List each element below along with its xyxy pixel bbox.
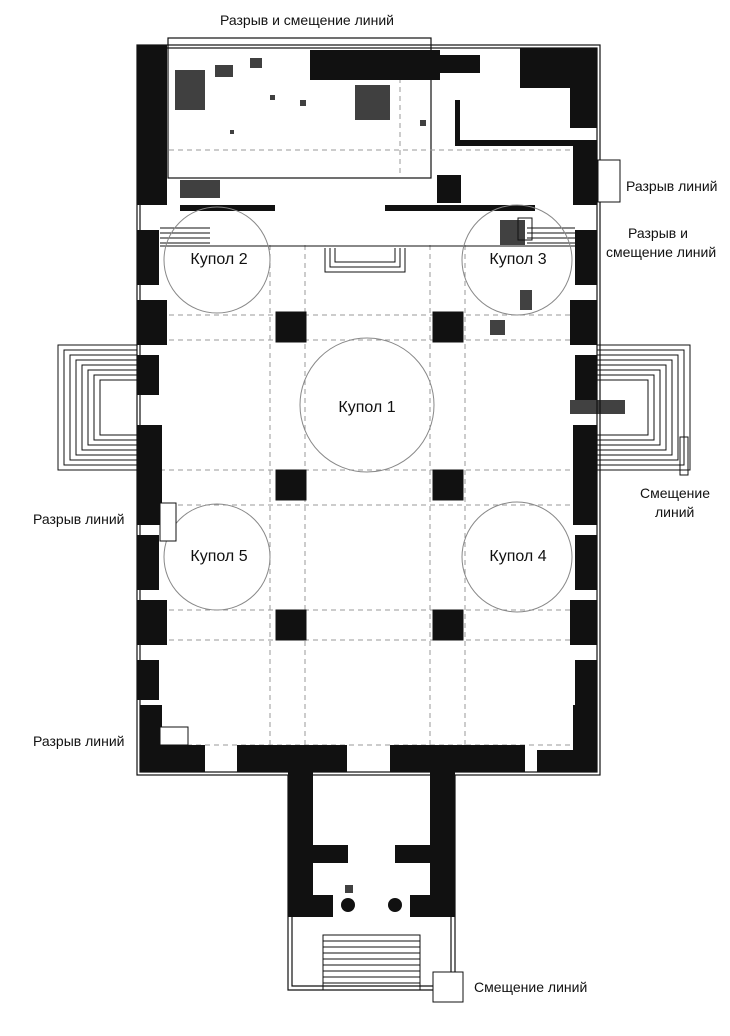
annotation-right-shift-line1: Смещение — [640, 485, 711, 501]
annotation-left-gap-1: Разрыв линий — [33, 511, 125, 527]
annotation-right-gap-shift-line1: Разрыв и — [628, 225, 688, 241]
dome-3-circle — [461, 204, 573, 316]
interior-piers — [275, 311, 464, 641]
dome-2-label: Купол 2 — [190, 251, 248, 268]
annotation-boxes — [159, 159, 689, 1003]
stairs — [57, 227, 691, 991]
annotation-right-shift-line2: линий — [655, 504, 695, 520]
dome-circles — [163, 204, 573, 613]
dome-1-circle — [299, 337, 435, 473]
annotation-left-gap-2: Разрыв линий — [33, 733, 125, 749]
structural-grid — [160, 60, 580, 746]
dome-4-label: Купол 4 — [489, 548, 547, 565]
walls — [137, 45, 597, 917]
dome-1-label: Купол 1 — [338, 399, 396, 416]
dome-5-circle — [163, 503, 271, 611]
annotation-right-gap: Разрыв линий — [626, 178, 718, 194]
dome-4-circle — [461, 501, 573, 613]
dome-5-label: Купол 5 — [190, 548, 248, 565]
scan-noise — [175, 58, 625, 893]
dome-2-circle — [163, 206, 271, 314]
annotation-bottom-shift: Смещение линий — [474, 979, 588, 995]
dome-3-label: Купол 3 — [489, 251, 547, 268]
annotation-right-gap-shift-line2: смещение линий — [606, 244, 717, 260]
annotation-top: Разрыв и смещение линий — [220, 12, 394, 28]
